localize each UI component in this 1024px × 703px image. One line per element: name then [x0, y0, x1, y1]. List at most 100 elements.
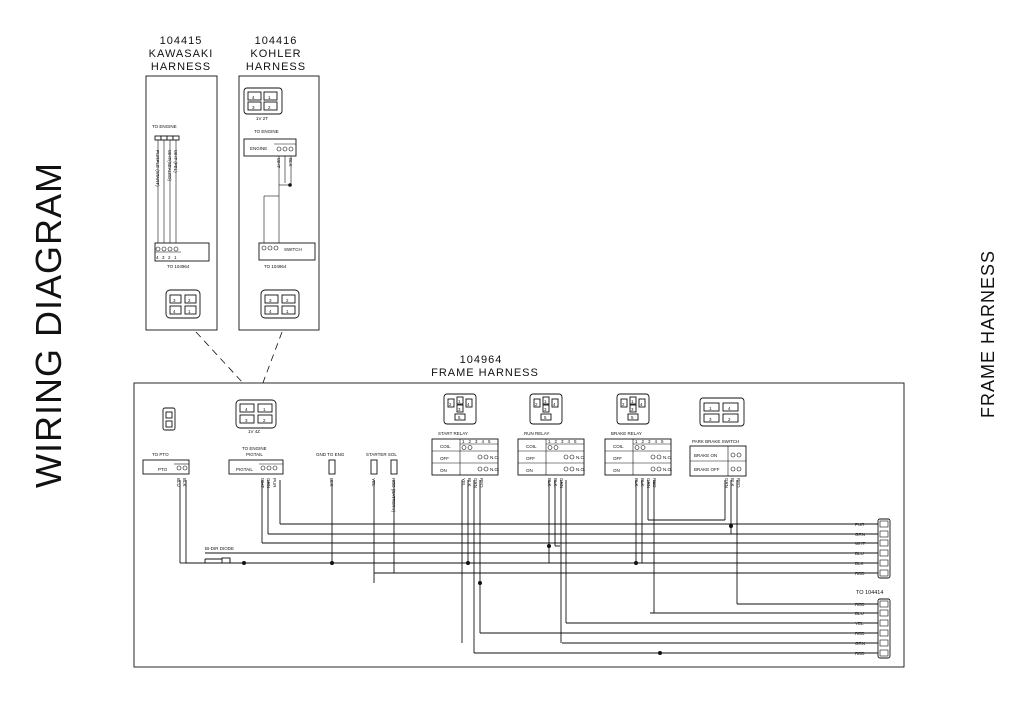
kawasaki-part-number: 104415 [160, 35, 203, 47]
brake-relay-wire-label: GRN [646, 478, 651, 488]
upper-bus-wire-label: PUR [855, 522, 865, 527]
brake-on-label: BRAKE ON [694, 453, 717, 458]
run-relay-coil: COIL [526, 444, 537, 449]
kohler-top-pin: 2 [268, 105, 271, 110]
ground-and-starter: GND TO ENG BLK STARTER SOL YEL RED (BATT… [316, 452, 398, 513]
park-brake-switch: 1 4 3 2 PARK BRAKE SWITCH BRAKE ON BRAKE… [689, 397, 747, 488]
diode-label: BI-DIR DIODE [205, 546, 234, 551]
upper-bus-wire-label: WHT [855, 541, 865, 546]
kawasaki-wire-label: WHT (FEL) [173, 150, 178, 173]
kawasaki-wire-label: PURPLE (START) [155, 150, 160, 187]
starter-wire-label: YEL [371, 478, 376, 487]
park-brake-label: PARK BRAKE SWITCH [692, 439, 739, 444]
starter-sol-label: STARTER SOL [366, 452, 397, 457]
start-relay-pin: 5 [488, 439, 491, 444]
kohler-switch-block [258, 242, 316, 261]
gnd-wire-label: BLK [329, 478, 334, 487]
kohler-wire-label: BLK [288, 158, 293, 167]
brake-relay-pin: 2 [622, 402, 625, 407]
start-relay-pin: 5 [458, 415, 461, 420]
pto-wire-label: BLK [182, 478, 187, 487]
kawasaki-to-bottom: TO 104964 [167, 264, 190, 269]
pto-label: PTO [158, 467, 168, 472]
brake-off-label: BRAKE OFF [694, 467, 720, 472]
run-relay-pin: 2 [555, 439, 558, 444]
kawasaki-label-2: HARNESS [151, 61, 211, 73]
pigtail-wire-label: WHT [260, 478, 265, 488]
lower-bus-connector-icon [877, 598, 891, 659]
upper-bus-wire-label: GRN [855, 532, 865, 537]
kohler-top-pin: 3 [252, 105, 255, 110]
brake-relay-pin: 4 [640, 402, 643, 407]
run-relay-pin: 3 [544, 407, 547, 412]
pigtail-pin: 2 [263, 418, 266, 423]
kawasaki-wire-label: WHT(SEALED) [167, 150, 172, 182]
kawasaki-conn-pin: 4 [173, 309, 176, 314]
brake-relay-pin: 4 [655, 439, 658, 444]
run-relay-nc: N.C. [576, 455, 585, 460]
brake-relay-nc: N.C. [663, 455, 672, 460]
run-relay-on: ON [526, 468, 533, 473]
kohler-label-1: KOHLER [250, 48, 301, 60]
kohler-part-number: 104416 [255, 35, 298, 47]
run-relay-wire-label: BLK [553, 478, 558, 487]
brake-relay-pin: 1 [631, 399, 634, 404]
brake-relay-off: OFF [613, 456, 622, 461]
brake-relay-label: BRAKE RELAY [611, 431, 642, 436]
lower-bus-wire-label: BLU [855, 611, 864, 616]
brake-relay-pin: 5 [661, 439, 664, 444]
park-brake-pin: 2 [728, 417, 731, 422]
run-relay-pin: 1 [548, 439, 551, 444]
kohler-switch-label: SWITCH [284, 247, 302, 252]
upper-bus-wire-label: BLU [855, 551, 864, 556]
lower-bus-wire-label: YEL [855, 621, 864, 626]
kawasaki-pin: 3 [162, 255, 165, 260]
lower-bus-wire-label: RED [855, 631, 865, 636]
pigtail-to-engine: TO ENGINE [242, 446, 267, 451]
run-relay-pin: 1 [544, 399, 547, 404]
bus-wires [179, 480, 878, 655]
run-relay-pin: 4 [553, 402, 556, 407]
brake-relay-pin: 3 [631, 407, 634, 412]
lower-bus-wire-label: RED [855, 602, 865, 607]
start-relay-pin: 1 [458, 399, 461, 404]
run-relay-pin: 2 [535, 402, 538, 407]
run-relay-no: N.O. [576, 467, 585, 472]
kohler-to-bottom: TO 104964 [264, 264, 287, 269]
brake-relay-no: N.O. [663, 467, 672, 472]
brake-relay-wire-label: RED [652, 478, 657, 488]
pigtail-conn-label: 1V 4Z [248, 429, 260, 434]
park-brake-pin: 3 [709, 417, 712, 422]
start-relay-label: START RELAY [438, 431, 468, 436]
kawasaki-conn-pin: 3 [173, 298, 176, 303]
kawasaki-conn-pin: 2 [188, 298, 191, 303]
brake-relay-pin: 3 [648, 439, 651, 444]
run-relay-label: RUN RELAY [524, 431, 549, 436]
brake-relay-coil: COIL [613, 444, 624, 449]
pigtail-pin: 4 [245, 407, 248, 412]
park-brake-pin: 4 [728, 406, 731, 411]
kohler-engine-block [243, 138, 297, 157]
frame-label: FRAME HARNESS [431, 367, 539, 379]
brake-relay-pin: 5 [631, 415, 634, 420]
to-104414-label: TO 104414 [856, 590, 883, 596]
starter-wire-label: RED (BATTERY) [391, 478, 396, 513]
pigtail-top: PIGTAIL [246, 452, 263, 457]
start-relay-wire-label: GRN [473, 478, 478, 488]
run-relay-wire-label: GRN [559, 478, 564, 488]
kohler-to-engine: TO ENGINE [254, 129, 279, 134]
kohler-harness: 104416 KOHLER HARNESS 4 1 3 2 1V 2T TO E… [238, 35, 320, 331]
run-relay-pin: 3 [561, 439, 564, 444]
start-relay-pin: 3 [458, 407, 461, 412]
start-relay-off: OFF [440, 456, 449, 461]
kawasaki-label-1: KAWASAKI [149, 48, 214, 60]
start-relay-pin: 2 [449, 402, 452, 407]
upper-bus-wire-label: BLK [855, 561, 864, 566]
start-relay-wire-label: BLK [467, 478, 472, 487]
kohler-conn-pin: 3 [269, 298, 272, 303]
